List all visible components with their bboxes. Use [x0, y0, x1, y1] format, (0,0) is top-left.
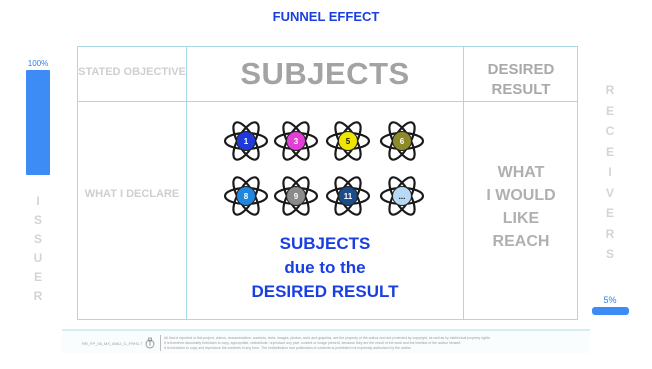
- vertical-letter: S: [33, 232, 42, 246]
- vertical-letter: S: [605, 247, 614, 261]
- atom-icon: 5: [325, 121, 371, 161]
- atom-number: 3: [294, 137, 299, 146]
- vertical-letter: U: [33, 251, 43, 265]
- subjects-header: SUBJECTS: [240, 56, 410, 91]
- vertical-letter: E: [605, 206, 614, 220]
- atom-icon: 6: [379, 121, 425, 161]
- grid-divider: [77, 101, 578, 102]
- vertical-letter: R: [33, 289, 43, 303]
- notice-line: It is forbidden to copy and reproduce th…: [164, 346, 412, 350]
- footer-divider: [62, 329, 590, 331]
- atom-icon: 3: [273, 121, 319, 161]
- what-i-would-like-reach-label: WHAT I WOULD LIKE REACH: [464, 161, 578, 253]
- atom-number: 9: [294, 192, 299, 201]
- footer-code: RR_FP_06_MX_MAU_G_FRH1.7: [82, 341, 143, 346]
- stated-objective-label: STATED OBJECTIVE: [78, 66, 186, 78]
- issuer-level-bar: [26, 70, 50, 175]
- notice-line: It is therefore absolutely forbidden to …: [164, 341, 462, 345]
- receivers-level-bar: [592, 307, 629, 315]
- vertical-letter: R: [605, 83, 615, 97]
- copyright-notice: All that is reported in this project, vi…: [164, 336, 584, 351]
- notice-line: All that is reported in this project, vi…: [164, 336, 491, 340]
- atom-number: 1: [244, 137, 249, 146]
- what-i-declare-label: WHAT I DECLARE: [84, 188, 180, 200]
- atom-number: 5: [346, 137, 351, 146]
- funnel-grid: [77, 46, 578, 320]
- atom-number: 8: [244, 192, 249, 201]
- atom-icon: 1: [223, 121, 269, 161]
- desired-result-header: DESIRED RESULT: [487, 61, 555, 98]
- vertical-letter: I: [608, 165, 612, 179]
- atom-number: ...: [399, 192, 406, 201]
- text-line: due to the: [284, 258, 366, 277]
- vertical-letter: V: [605, 185, 614, 200]
- text-line: I WOULD: [486, 187, 556, 204]
- atom-icon: 9: [273, 176, 319, 216]
- issuer-percent-label: 100%: [27, 59, 49, 68]
- text-line: LIKE: [502, 210, 540, 227]
- page-title: FUNNEL EFFECT: [272, 9, 380, 24]
- footer-band: [62, 331, 590, 353]
- text-line: REACH: [492, 233, 550, 250]
- text-line: SUBJECTS: [279, 234, 371, 253]
- atom-icon: 8: [223, 176, 269, 216]
- vertical-letter: C: [605, 124, 615, 138]
- atom-number: 6: [400, 137, 405, 146]
- text-line: DESIRED RESULT: [251, 282, 399, 301]
- vertical-letter: E: [605, 144, 614, 159]
- grid-divider: [463, 46, 464, 320]
- vertical-letter: E: [605, 103, 614, 118]
- author-logo-icon: [145, 337, 155, 349]
- vertical-letter: S: [33, 213, 42, 227]
- vertical-letter: I: [36, 194, 40, 208]
- atom-icon: ...: [379, 176, 425, 216]
- receivers-percent-label: 5%: [603, 295, 617, 305]
- text-line: WHAT: [497, 164, 545, 181]
- footer-separator: [160, 335, 161, 351]
- atom-icon: 11: [325, 176, 371, 216]
- grid-divider: [186, 46, 187, 320]
- atom-number: 11: [344, 192, 353, 201]
- vertical-letter: R: [605, 226, 615, 241]
- vertical-letter: E: [33, 270, 42, 284]
